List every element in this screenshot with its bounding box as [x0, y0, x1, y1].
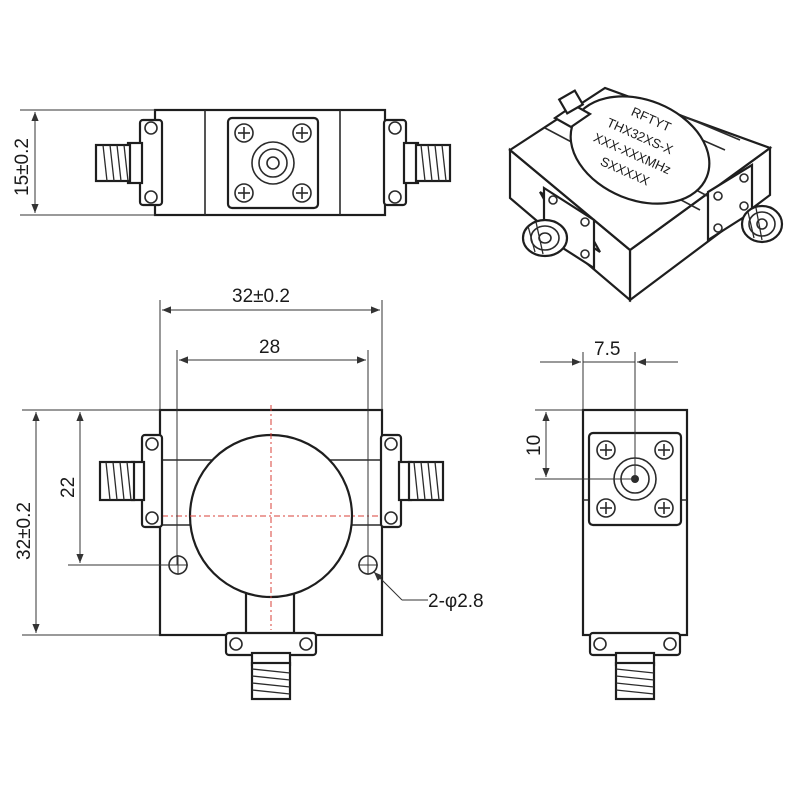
dim-top-height: 32±0.2: [14, 409, 160, 636]
end-bottom-connector: [588, 631, 682, 701]
dim-end-offset-y-label: 10: [524, 435, 545, 456]
dim-top-inner-height-label: 22: [58, 477, 79, 498]
dim-top-width: 32±0.2: [159, 286, 383, 410]
side-view: 15±0.2: [12, 108, 452, 217]
side-flange: [226, 116, 320, 210]
side-left-connector: [94, 118, 164, 207]
iso-back-connector: [552, 89, 593, 129]
dim-top-width-label: 32±0.2: [232, 286, 290, 307]
dim-side-height-label: 15±0.2: [12, 138, 33, 196]
iso-front-left-connector: [521, 185, 601, 271]
dim-end-offset-x-label: 7.5: [594, 339, 620, 360]
top-view: 32±0.2 28 32±0.2 22 2-φ2.8: [14, 286, 484, 701]
dim-end-offset-y: 10: [524, 409, 635, 480]
iso-right-connector: [706, 163, 784, 244]
dim-top-inner-height: 22: [58, 412, 178, 566]
top-right-connector: [379, 433, 445, 529]
dim-top-inner-width: 28: [176, 337, 369, 565]
dim-top-height-label: 32±0.2: [14, 502, 35, 560]
dim-end-offset-x: 7.5: [540, 339, 678, 479]
side-right-connector: [382, 118, 452, 207]
isometric-view: RFTYT THX32XS-X XXX-XXXMHz SXXXXX: [508, 86, 784, 303]
screw-icon: [234, 123, 312, 203]
top-left-connector: [98, 433, 164, 529]
dim-top-inner-width-label: 28: [259, 337, 280, 358]
hole-callout-label: 2-φ2.8: [428, 591, 484, 612]
dim-side-height: 15±0.2: [12, 109, 155, 216]
sma-jack-icon: [251, 141, 295, 185]
end-view: 7.5 10: [524, 339, 689, 701]
screw-icon: [596, 440, 674, 518]
hole-callout: 2-φ2.8: [373, 571, 484, 612]
top-bottom-connector: [224, 631, 318, 701]
